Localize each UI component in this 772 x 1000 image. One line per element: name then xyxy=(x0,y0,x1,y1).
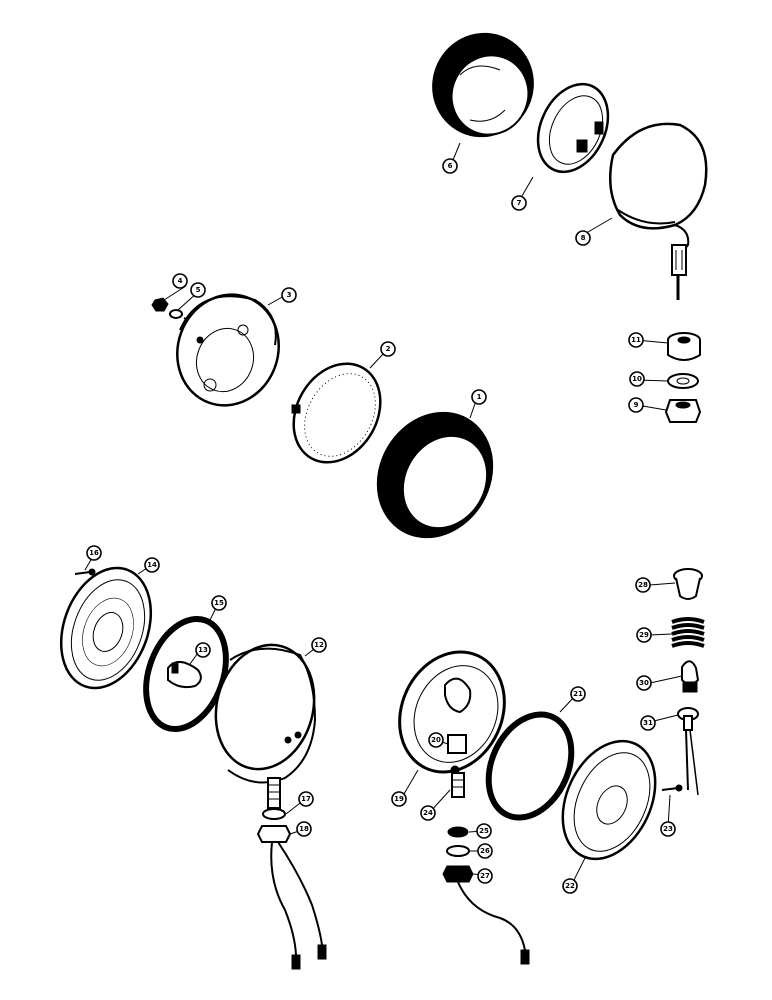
svg-text:10: 10 xyxy=(632,375,642,383)
svg-text:25: 25 xyxy=(479,827,489,835)
part-14-tail-lens xyxy=(59,566,153,690)
svg-text:15: 15 xyxy=(214,599,224,607)
callout-4: 4 xyxy=(172,273,188,289)
part-4-nut xyxy=(151,297,169,312)
callout-16: 16 xyxy=(86,545,102,561)
callout-24: 24 xyxy=(420,805,436,821)
callout-26: 26 xyxy=(477,843,493,859)
svg-text:21: 21 xyxy=(573,690,583,698)
svg-text:28: 28 xyxy=(638,581,648,589)
callout-23: 23 xyxy=(660,821,676,837)
svg-text:11: 11 xyxy=(631,336,641,344)
part-12-tail-lamp-housing xyxy=(214,643,317,809)
svg-text:27: 27 xyxy=(480,872,490,880)
callout-31: 31 xyxy=(640,715,656,731)
callout-8: 8 xyxy=(575,230,591,246)
svg-text:24: 24 xyxy=(423,809,433,817)
svg-text:7: 7 xyxy=(517,199,522,207)
svg-text:26: 26 xyxy=(480,847,490,855)
callout-15: 15 xyxy=(211,595,227,611)
callout-11: 11 xyxy=(628,332,644,348)
part-23-screw xyxy=(661,784,683,792)
part-13-bulb xyxy=(167,661,202,689)
part-1-retaining-ring xyxy=(376,411,494,539)
part-10-washer xyxy=(667,373,699,389)
callout-22: 22 xyxy=(562,878,578,894)
callout-28: 28 xyxy=(635,577,651,593)
svg-text:31: 31 xyxy=(643,719,653,727)
part-28-socket-cup xyxy=(673,568,703,600)
part-11-spacer xyxy=(667,332,701,361)
part-25-washer xyxy=(447,826,469,838)
svg-text:29: 29 xyxy=(639,631,649,639)
callout-29: 29 xyxy=(636,627,652,643)
part-16-screw xyxy=(74,568,96,576)
callout-2: 2 xyxy=(380,341,396,357)
svg-text:2: 2 xyxy=(386,345,391,353)
part-27-nut xyxy=(442,865,474,883)
svg-text:1: 1 xyxy=(477,393,482,401)
svg-text:13: 13 xyxy=(198,646,208,654)
part-17-washer xyxy=(262,808,286,820)
part-21-gasket xyxy=(485,711,575,821)
svg-text:18: 18 xyxy=(299,825,309,833)
part-29-spring xyxy=(671,617,705,648)
svg-text:6: 6 xyxy=(448,162,453,170)
svg-text:12: 12 xyxy=(314,641,324,649)
svg-text:9: 9 xyxy=(634,401,639,409)
callout-6: 6 xyxy=(442,158,458,174)
callout-30: 30 xyxy=(636,675,652,691)
callout-13: 13 xyxy=(195,642,211,658)
callout-7: 7 xyxy=(511,195,527,211)
svg-text:30: 30 xyxy=(639,679,649,687)
part-8-headlight-housing xyxy=(608,122,708,300)
svg-text:4: 4 xyxy=(178,277,183,285)
svg-text:14: 14 xyxy=(147,561,157,569)
svg-text:19: 19 xyxy=(394,795,404,803)
svg-text:17: 17 xyxy=(301,795,311,803)
callout-1: 1 xyxy=(471,389,487,405)
callout-9: 9 xyxy=(628,397,644,413)
callout-3: 3 xyxy=(281,287,297,303)
svg-text:8: 8 xyxy=(581,234,586,242)
callout-18: 18 xyxy=(296,821,312,837)
callout-25: 25 xyxy=(476,823,492,839)
part-2-sealed-lamp xyxy=(291,362,382,464)
part-31-terminal xyxy=(677,707,699,796)
callout-14: 14 xyxy=(144,557,160,573)
part-30-bulb xyxy=(681,660,700,693)
callout-5: 5 xyxy=(190,282,206,298)
callout-17: 17 xyxy=(298,791,314,807)
svg-text:20: 20 xyxy=(431,736,441,744)
callout-21: 21 xyxy=(570,686,586,702)
part-18-nut xyxy=(256,825,292,843)
part-3-mounting-bucket xyxy=(176,293,280,407)
callout-12: 12 xyxy=(311,637,327,653)
part-22-lens xyxy=(561,739,657,861)
svg-text:5: 5 xyxy=(196,286,201,294)
callout-27: 27 xyxy=(477,868,493,884)
part-26-washer xyxy=(446,845,470,857)
right-lamp-wire xyxy=(457,881,530,965)
svg-text:23: 23 xyxy=(663,825,673,833)
part-7-lens-unit xyxy=(536,82,610,174)
part-19-lamp-body xyxy=(398,650,506,798)
part-6-door-ring xyxy=(432,32,534,138)
callout-20: 20 xyxy=(428,732,444,748)
part-9-nut xyxy=(664,399,702,423)
callout-10: 10 xyxy=(629,371,645,387)
svg-text:22: 22 xyxy=(565,882,575,890)
tail-lamp-wires xyxy=(270,841,327,970)
svg-text:16: 16 xyxy=(89,549,99,557)
svg-text:3: 3 xyxy=(287,291,292,299)
callout-19: 19 xyxy=(391,791,407,807)
